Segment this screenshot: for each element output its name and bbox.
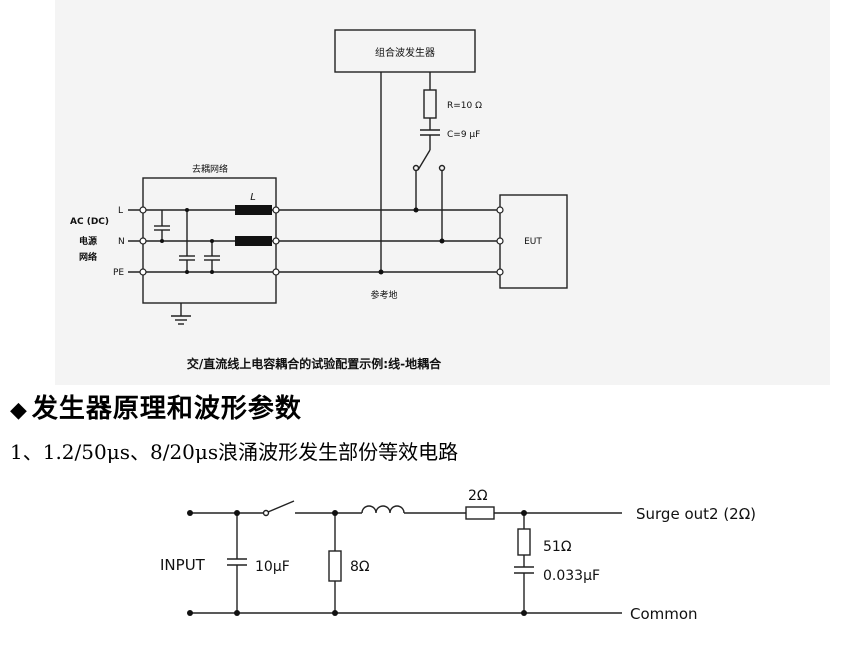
surge-output-label: Surge out2 (2Ω) <box>636 505 756 523</box>
inductor-l <box>235 205 272 215</box>
ac-label-1: AC (DC) <box>70 217 109 227</box>
generator-label: 组合波发生器 <box>375 46 435 59</box>
switch-blade <box>267 500 295 513</box>
line-l-label: L <box>118 206 123 216</box>
resistor-51ohm-label: 51Ω <box>543 539 572 555</box>
input-label: INPUT <box>160 556 206 574</box>
resistor-8ohm-label: 8Ω <box>350 559 370 575</box>
resistor-2ohm <box>465 506 495 520</box>
inductor-n <box>235 236 272 246</box>
resistor-8ohm <box>328 550 342 582</box>
resistor-r10 <box>423 89 437 119</box>
capacitor-10uf-label: 10μF <box>255 559 290 575</box>
capacitor-label: C=9 μF <box>447 130 480 140</box>
inductor-label: L <box>250 192 256 203</box>
common-label: Common <box>630 605 698 623</box>
resistor-label: R=10 Ω <box>447 101 482 111</box>
section-subheading: 1、1.2/50μs、8/20μs浪涌波形发生部份等效电路 <box>10 440 459 464</box>
decoupling-label: 去耦网络 <box>192 163 228 175</box>
ground-label: 参考地 <box>370 289 397 301</box>
surge-equivalent-circuit: INPUT 10μF 8Ω 2Ω 51Ω 0.033μF Surge out2 … <box>160 488 756 623</box>
section-heading-text: 发生器原理和波形参数 <box>31 394 302 424</box>
ac-label-2: 电源 <box>79 235 97 247</box>
diagram-caption: 交/直流线上电容耦合的试验配置示例:线-地耦合 <box>187 356 442 371</box>
resistor-2ohm-label: 2Ω <box>468 488 488 504</box>
inductor-coil <box>361 505 405 514</box>
line-pe-label: PE <box>113 268 124 278</box>
line-n-label: N <box>118 237 125 247</box>
switch-blade <box>417 149 431 171</box>
section-heading: ◆发生器原理和波形参数 <box>10 388 302 425</box>
generator-box <box>334 29 476 73</box>
diamond-icon: ◆ <box>10 398 28 423</box>
capacitor-0033uf-label: 0.033μF <box>543 568 600 584</box>
ac-label-3: 网络 <box>79 251 97 263</box>
resistor-51ohm <box>517 528 531 556</box>
coupling-test-diagram: 组合波发生器 R=10 Ω C=9 μF 去耦网络 L L N PE AC (D… <box>70 29 568 371</box>
eut-label: EUT <box>524 237 542 247</box>
